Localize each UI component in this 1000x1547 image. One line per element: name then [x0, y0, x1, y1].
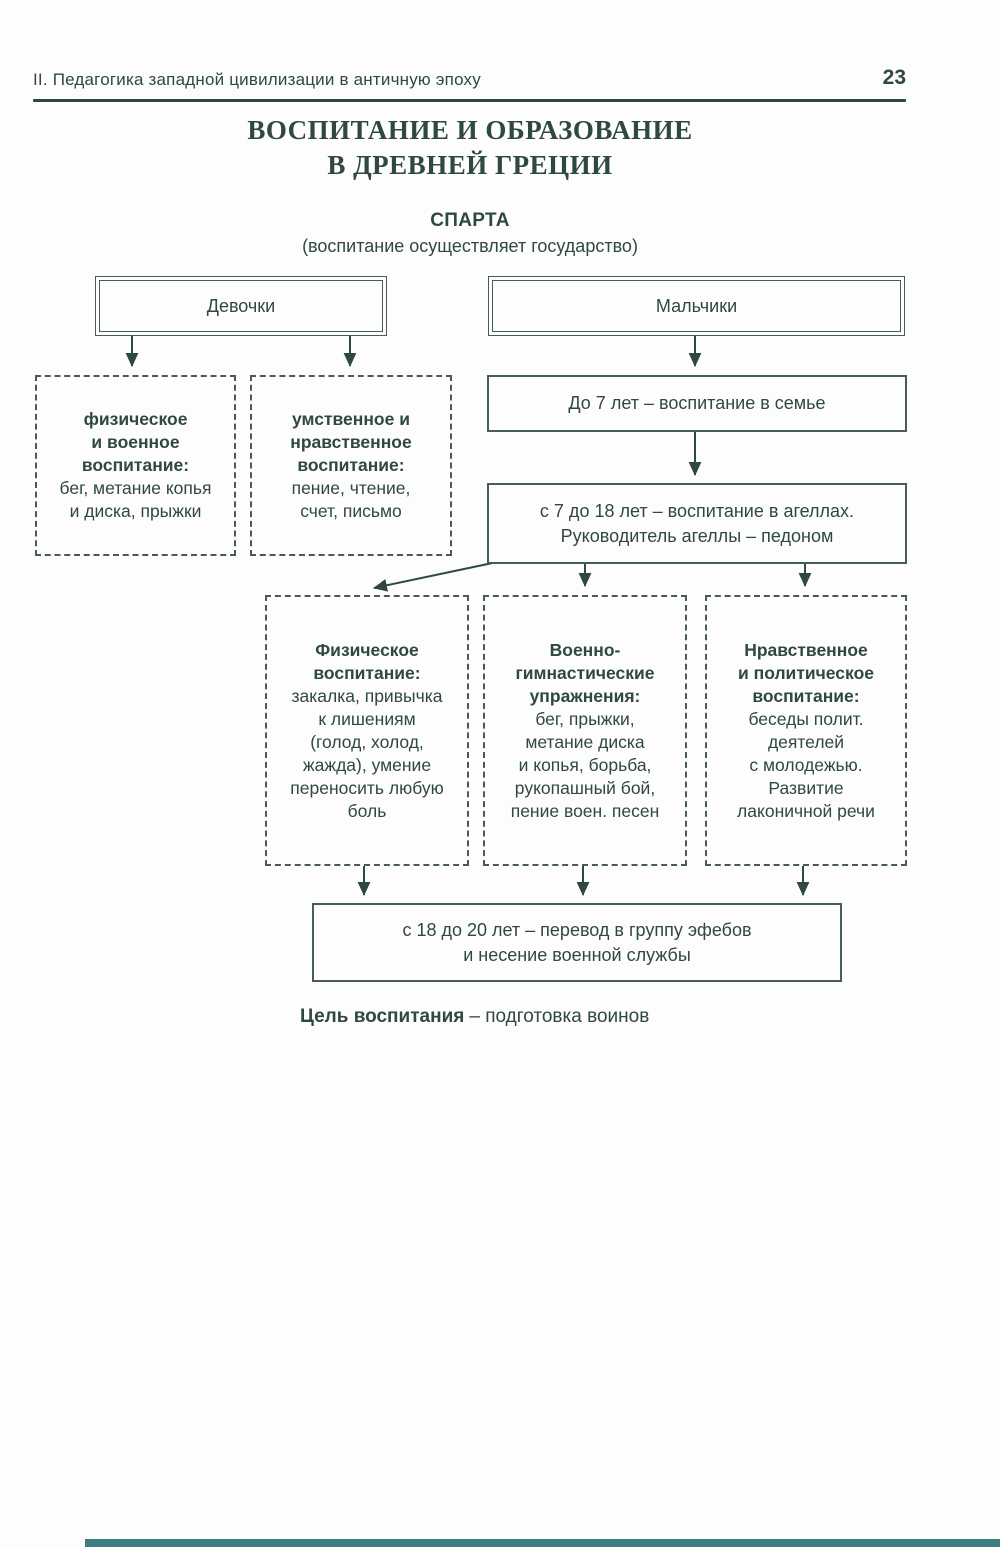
goal-statement: Цель воспитания– подготовка воинов: [300, 1006, 649, 1028]
branch-title: физическое и военное воспитание:: [81, 409, 190, 475]
header-rule: [33, 99, 906, 102]
branch-body: пение, чтение, счет, письмо: [291, 478, 411, 521]
running-title: II. Педагогика западной цивилизации в ан…: [33, 70, 481, 89]
boys-box-label: Мальчики: [492, 280, 901, 332]
final-stage-box: с 18 до 20 лет – перевод в группу эфебов…: [312, 903, 842, 982]
girls-branch-mental-box: умственное и нравственное воспитание: пе…: [250, 375, 452, 556]
page-number: 23: [882, 66, 906, 89]
branch-body: беседы полит. деятелей с молодежью. Разв…: [737, 708, 875, 821]
boys-branch-military-box: Военно- гимнастические упражнения: бег, …: [483, 595, 687, 866]
girls-branch-physical-box: физическое и военное воспитание: бег, ме…: [35, 375, 236, 556]
page-title: ВОСПИТАНИЕ И ОБРАЗОВАНИЕ В ДРЕВНЕЙ ГРЕЦИ…: [247, 115, 693, 180]
section-title: СПАРТА: [430, 210, 510, 231]
boys-stage2-box: с 7 до 18 лет – воспитание в агеллах. Ру…: [487, 483, 907, 564]
branch-title: Нравственное и политическое воспитание:: [738, 639, 874, 706]
section-subtitle: (воспитание осуществляет государство): [302, 236, 638, 256]
boys-box: Мальчики: [488, 276, 905, 336]
branch-title: Военно- гимнастические упражнения:: [515, 639, 655, 706]
bottom-accent-bar: [85, 1539, 1000, 1547]
branch-body: бег, прыжки, метание диска и копья, борь…: [510, 708, 660, 821]
branch-body: бег, метание копья и диска, прыжки: [59, 478, 212, 521]
branch-body: закалка, привычка к лишениям (голод, хол…: [290, 685, 444, 821]
goal-text: – подготовка воинов: [469, 1006, 650, 1027]
boys-stage1-box: До 7 лет – воспитание в семье: [487, 375, 907, 432]
branch-title: Физическое воспитание:: [313, 639, 421, 683]
girls-box-label: Девочки: [99, 280, 383, 332]
girls-box: Девочки: [95, 276, 387, 336]
goal-label: Цель воспитания: [300, 1006, 465, 1027]
boys-branch-physical-box: Физическое воспитание: закалка, привычка…: [265, 595, 469, 866]
branch-title: умственное и нравственное воспитание:: [290, 409, 412, 475]
boys-branch-moral-box: Нравственное и политическое воспитание: …: [705, 595, 907, 866]
